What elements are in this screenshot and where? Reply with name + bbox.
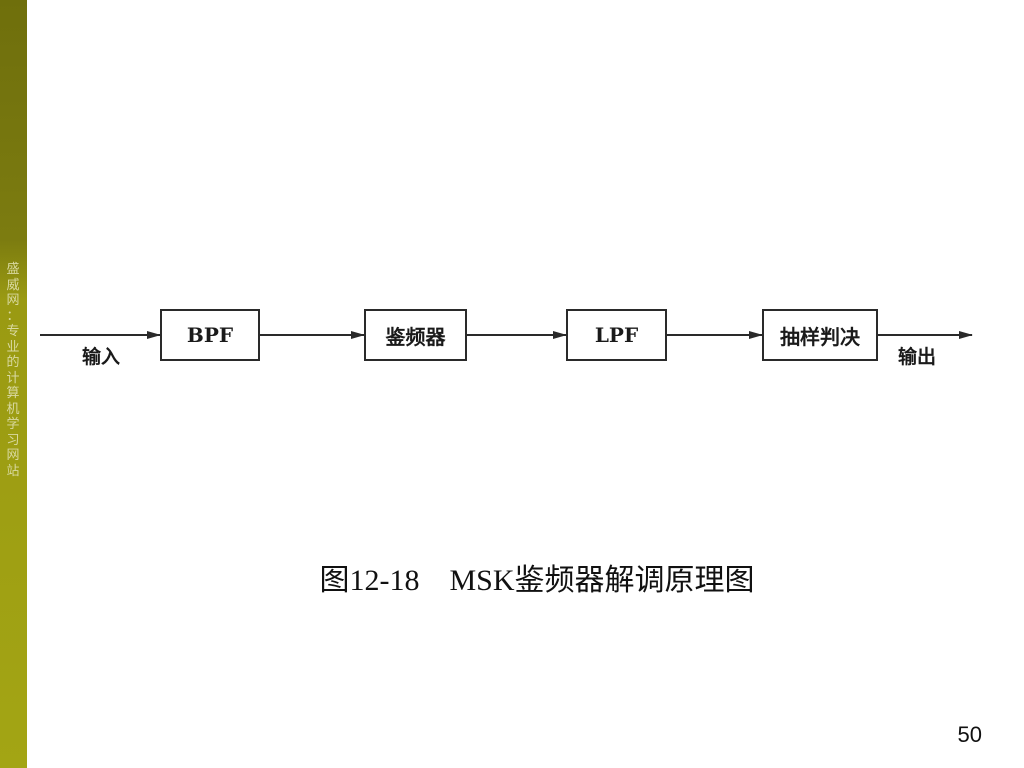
sidebar-char: 算 — [6, 386, 20, 401]
sidebar-char: 学 — [6, 417, 20, 432]
sampling-decision-block: 抽样判决 — [762, 309, 878, 361]
sidebar-char: 习 — [6, 432, 20, 448]
signal-path-lines — [40, 331, 973, 339]
sidebar-char: 网 — [6, 293, 20, 308]
figure-caption: 图12-18 MSK鉴频器解调原理图 — [319, 564, 755, 597]
sidebar-char: 网 — [6, 448, 20, 463]
sidebar-char: 盛 — [6, 262, 20, 277]
block-diagram: 输入 输出 BPF 鉴频器 LPF 抽样判决 — [40, 290, 990, 390]
input-label: 输入 — [82, 346, 121, 368]
bpf-block: BPF — [160, 309, 260, 361]
sidebar-char: 站 — [6, 463, 20, 479]
lpf-block: LPF — [566, 309, 667, 361]
sidebar-char: 计 — [6, 370, 20, 386]
sidebar-watermark-text: 盛 威 网 ： 专 业 的 计 算 机 学 习 网 站 — [3, 262, 23, 479]
page-number: 50 — [957, 722, 982, 747]
sidebar-char: 专 — [6, 324, 20, 339]
sidebar-bar: 盛 威 网 ： 专 业 的 计 算 机 学 习 网 站 — [0, 0, 27, 768]
output-label: 输出 — [898, 346, 937, 368]
sidebar-char: 业 — [6, 339, 20, 355]
sidebar-char: 的 — [6, 355, 20, 370]
frequency-discriminator-block: 鉴频器 — [364, 309, 467, 361]
sidebar-char: ： — [6, 308, 20, 324]
sidebar-char: 威 — [6, 277, 20, 293]
sidebar-char: 机 — [6, 401, 20, 417]
